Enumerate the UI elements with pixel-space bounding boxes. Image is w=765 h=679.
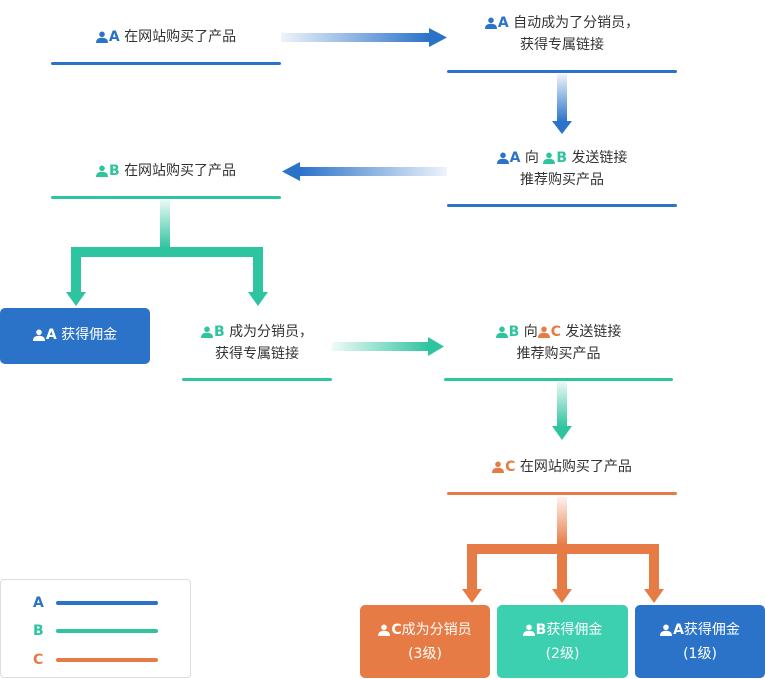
underline-b <box>51 196 281 199</box>
result-line-1: B获得佣金 <box>497 618 628 642</box>
step-text: 在网站购买了产品 <box>124 163 237 179</box>
user-name-b: B <box>213 324 225 340</box>
user-icon <box>495 326 508 338</box>
legend-item-a: A <box>1 593 192 613</box>
step-text: 向 <box>523 324 538 340</box>
user-icon <box>660 624 673 636</box>
arrow-c-buy-split <box>462 497 664 603</box>
underline-b <box>182 378 332 381</box>
user-icon <box>537 326 550 338</box>
arrow-a-buy-to-become <box>281 28 447 47</box>
user-name-b: B <box>535 622 547 638</box>
legend-line <box>56 601 158 605</box>
legend-label: B <box>33 623 44 639</box>
step-text: 获得专属链接 <box>215 346 299 362</box>
legend-label: A <box>33 595 44 611</box>
step-line-1: A 向 B 发送链接 <box>447 147 677 169</box>
step-b-become-distributor: B 成为分销员， 获得专属链接 <box>182 321 332 365</box>
step-text: 推荐购买产品 <box>516 346 601 362</box>
underline-a <box>447 204 677 207</box>
legend-line <box>56 658 158 662</box>
user-name-c: C <box>505 459 516 475</box>
result-level: (1级) <box>683 646 717 662</box>
user-icon <box>200 326 213 338</box>
user-name-c: C <box>391 622 402 638</box>
result-a-commission: A 获得佣金 <box>0 308 150 364</box>
user-icon <box>484 17 497 29</box>
legend: A B C <box>0 579 191 678</box>
result-b-level-2: B获得佣金 (2级) <box>497 605 628 678</box>
user-icon <box>378 624 391 636</box>
step-c-buy: C 在网站购买了产品 <box>447 456 677 478</box>
step-text: 获得专属链接 <box>520 37 604 53</box>
user-icon <box>95 31 108 43</box>
user-icon <box>492 461 505 473</box>
step-text: 发送链接 <box>565 324 622 340</box>
step-text: 发送链接 <box>571 150 628 166</box>
result-level: (3级) <box>408 646 442 662</box>
result-text: 成为分销员 <box>401 622 472 638</box>
step-a-become-distributor: A 自动成为了分销员， 获得专属链接 <box>447 12 677 56</box>
legend-item-b: B <box>1 621 192 641</box>
step-text: 获得佣金 <box>61 327 118 343</box>
user-icon <box>522 624 535 636</box>
step-b-buy: B 在网站购买了产品 <box>51 160 281 182</box>
step-a-buy: A 在网站购买了产品 <box>51 26 281 48</box>
arrow-a-send-to-b-buy <box>282 162 447 181</box>
user-name-a: A <box>497 15 509 31</box>
step-text: 自动成为了分销员， <box>513 15 640 31</box>
underline-a <box>51 62 281 65</box>
step-text: 成为分销员， <box>229 324 314 340</box>
user-name-b: B <box>508 324 520 340</box>
step-text: 在网站购买了产品 <box>124 29 237 45</box>
step-line-1: A 自动成为了分销员， <box>447 12 677 34</box>
underline-a <box>447 70 677 73</box>
underline-b <box>444 378 673 381</box>
user-icon <box>543 152 556 164</box>
arrow-b-become-to-send <box>332 337 444 356</box>
user-name-b: B <box>108 163 120 179</box>
user-name-a: A <box>108 29 120 45</box>
result-text: 获得佣金 <box>683 622 740 638</box>
step-text: 在网站购买了产品 <box>519 459 632 475</box>
user-name-a: A <box>509 150 521 166</box>
legend-line <box>56 629 158 633</box>
user-name-b: B <box>556 150 567 166</box>
arrow-b-send-to-c-buy <box>552 382 572 440</box>
user-icon <box>496 152 509 164</box>
user-name-a: A <box>673 622 684 638</box>
step-line-1: B 成为分销员， <box>182 321 332 343</box>
result-c-level-3: C成为分销员 (3级) <box>360 605 490 678</box>
step-a-send-link: A 向 B 发送链接 推荐购买产品 <box>447 147 677 191</box>
result-line-1: C成为分销员 <box>360 618 490 642</box>
step-text: 向 <box>524 150 539 166</box>
arrow-a-become-to-send <box>552 74 572 134</box>
underline-c <box>447 492 677 495</box>
arrow-b-buy-split <box>66 200 268 306</box>
legend-item-c: C <box>1 650 192 670</box>
step-text: 推荐购买产品 <box>520 172 604 188</box>
result-text: 获得佣金 <box>546 622 603 638</box>
user-icon <box>95 165 108 177</box>
legend-label: C <box>33 652 44 668</box>
result-level: (2级) <box>545 646 580 662</box>
user-icon <box>32 329 45 341</box>
result-line-1: A获得佣金 <box>635 618 765 642</box>
user-name-c: C <box>550 324 561 340</box>
result-a-level-1: A获得佣金 (1级) <box>635 605 765 678</box>
user-name-a: A <box>45 327 57 343</box>
